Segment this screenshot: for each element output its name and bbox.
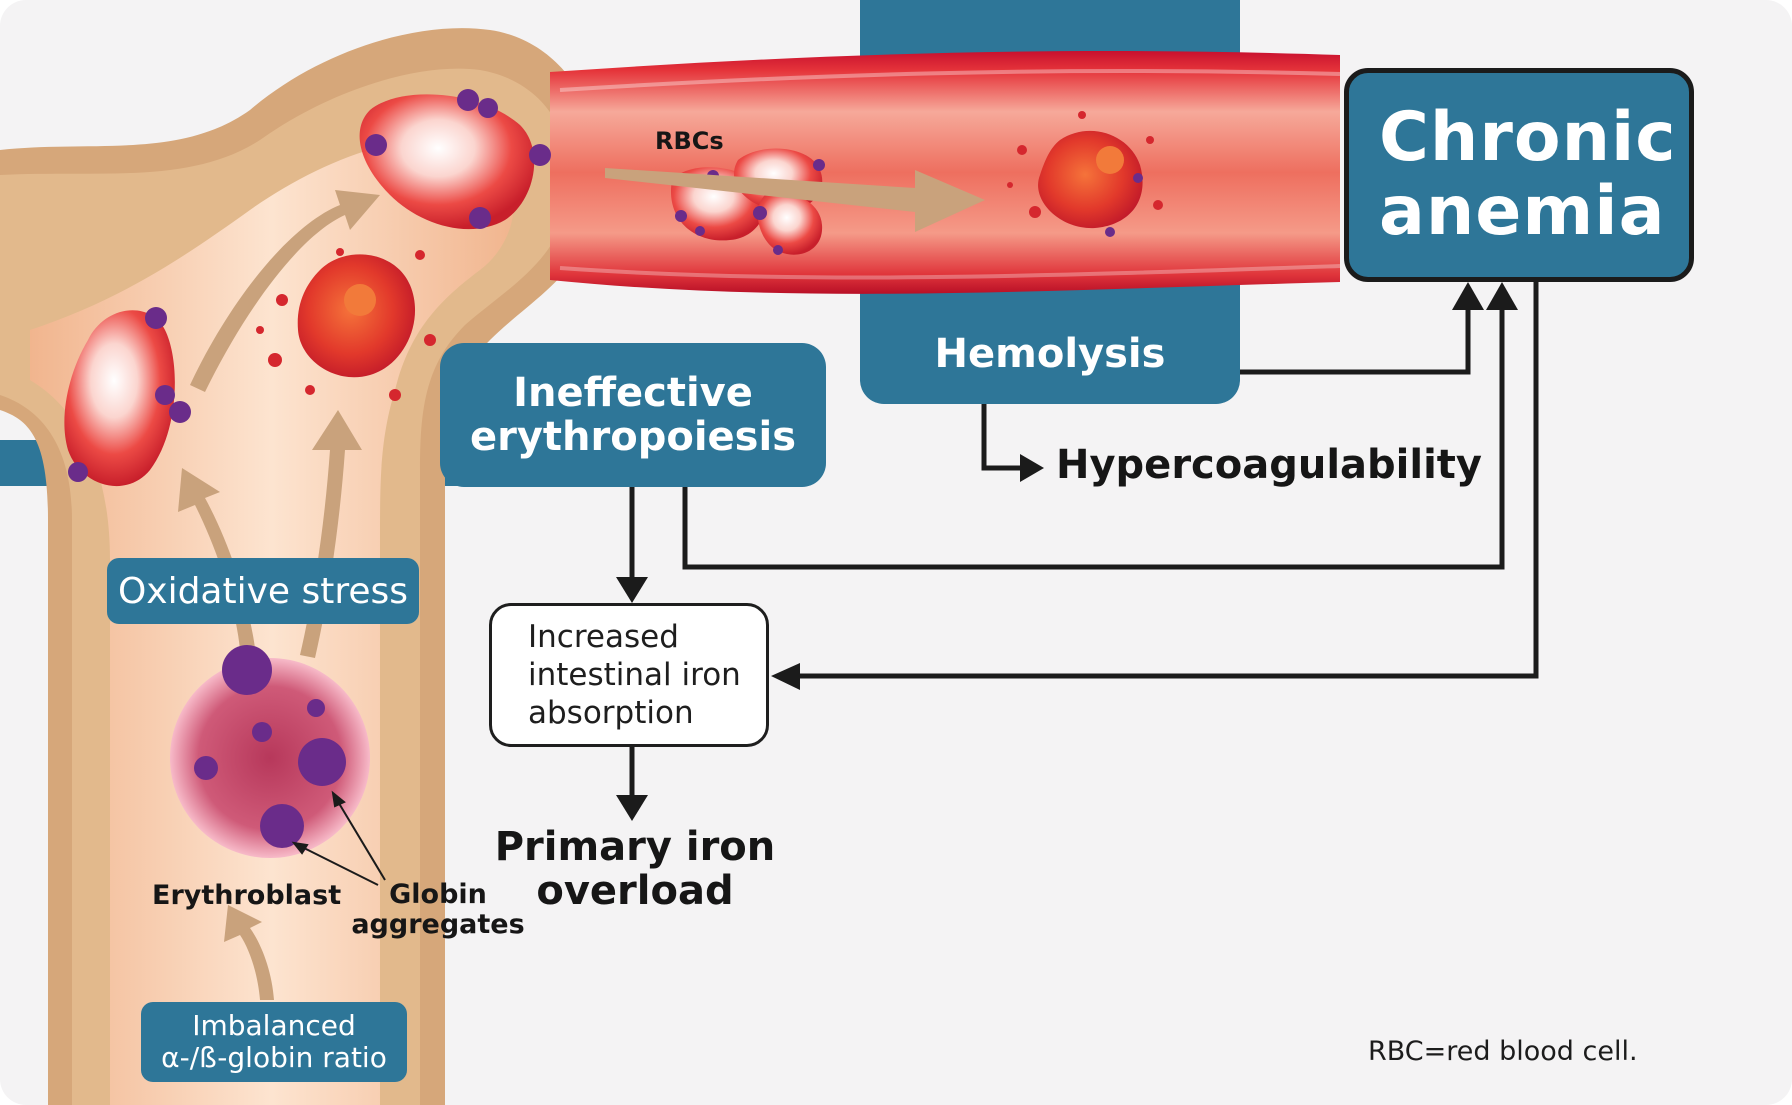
primary-line1: Primary iron [494,824,776,870]
hemolysis-box: Hemolysis [860,300,1240,404]
hypercoagulability-label: Hypercoagulability [1056,442,1482,488]
globin-aggregates-label: Globin aggregates [348,880,528,940]
imbalanced-text-line1: Imbalanced [192,1009,356,1042]
globin-line1: Globin [389,879,487,910]
hemolysis-splat [1007,111,1163,237]
absorption-text-line3: absorption [528,695,694,731]
globin-pointers [291,790,386,886]
vessel-arrow [605,168,985,232]
chronic-anemia-text: Chronic anemia [1379,98,1677,251]
chronic-anemia-box: Chronic anemia [1344,68,1694,282]
absorption-text-line2: intestinal iron [528,657,741,693]
hemolysis-text: Hemolysis [934,331,1166,377]
erythroblast-label: Erythroblast [152,880,342,911]
flow-lines [629,282,1539,795]
arrowheads [616,282,1518,821]
imbalanced-globin-ratio-box: Imbalanced α-/ß-globin ratio [141,1002,407,1082]
ineffective-text-line2: erythropoiesis [469,414,796,460]
footnote: RBC=red blood cell. [1368,1036,1638,1067]
rbc-left [64,307,191,487]
rbc-top [359,89,551,230]
rbcs-label: RBCs [655,127,724,155]
oxidative-stress-text: Oxidative stress [117,570,409,612]
primary-line2: overload [536,868,734,914]
ineffective-text-line1: Ineffective [513,370,753,416]
imbalanced-text-line2: α-/ß-globin ratio [161,1041,387,1074]
marrow-splat [256,248,436,401]
oxidative-stress-box: Oxidative stress [107,558,419,624]
globin-line2: aggregates [351,909,525,940]
absorption-text-line1: Increased [528,619,679,655]
primary-iron-overload-label: Primary iron overload [490,825,780,913]
iron-absorption-box: Increased intestinal iron absorption [489,603,769,747]
erythroblast [170,645,370,858]
ineffective-erythropoiesis-box: Ineffective erythropoiesis [440,343,826,487]
